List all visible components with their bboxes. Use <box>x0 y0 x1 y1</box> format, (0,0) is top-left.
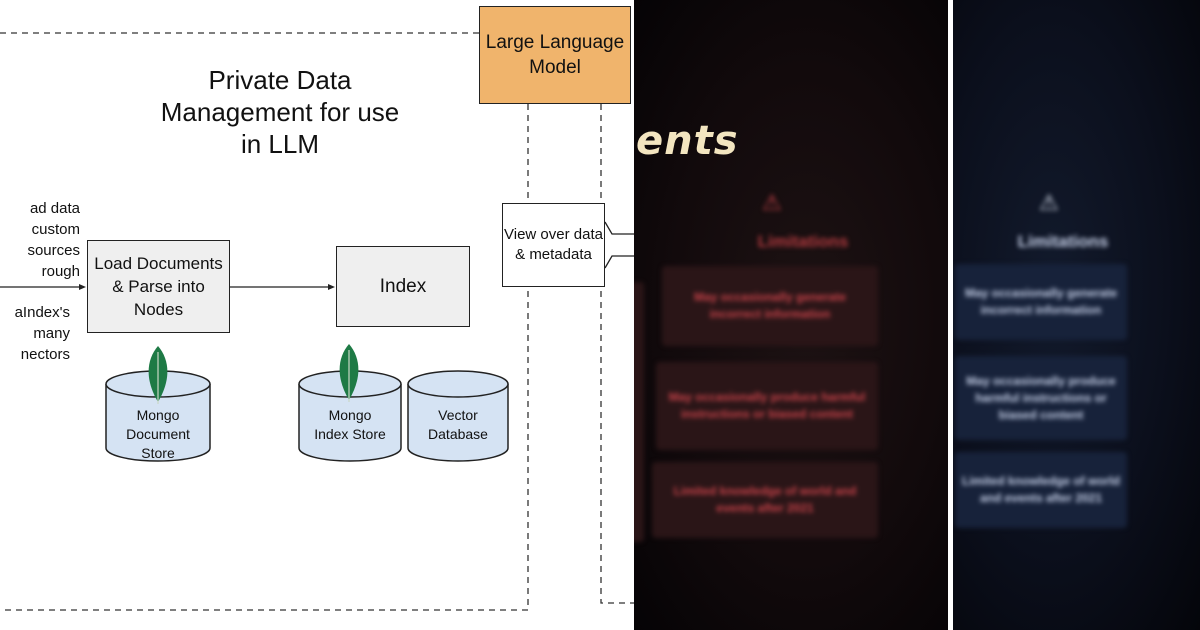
panel-divider <box>948 0 953 630</box>
connectors-text: aIndex's many nectors <box>14 304 70 363</box>
limitation-card: May occasionally generate incorrect info… <box>662 266 878 346</box>
mongodb-leaf-icon <box>339 344 359 402</box>
load-documents-box: Load Documents & Parse into Nodes <box>87 240 230 333</box>
warning-icon: ⚠ <box>762 190 782 215</box>
view-connector <box>604 221 634 269</box>
limitation-text: Limited knowledge of world and events af… <box>673 484 857 515</box>
side-card <box>634 282 644 542</box>
data-sources-text: ad data custom sources rough <box>27 200 80 280</box>
index-label: Index <box>379 275 427 297</box>
blurred-screen-photo-blue: ⚠ Limitations May occasionally generate … <box>953 0 1200 630</box>
blurred-screen-photo-red: ents ⚠ Limitations May occasionally gene… <box>634 0 948 630</box>
vector-database-cylinder <box>407 370 509 462</box>
view-over-data-label: View over data & metadata <box>504 226 603 263</box>
llm-box: Large Language Model <box>479 6 631 104</box>
limitation-card: Limited knowledge of world and events af… <box>652 462 878 538</box>
mongo-index-store-cylinder <box>298 370 402 462</box>
load-documents-label: Load Documents & Parse into Nodes <box>94 254 223 319</box>
limitation-card: May occasionally generate incorrect info… <box>955 264 1127 340</box>
limitation-card: May occasionally produce harmful instruc… <box>656 362 878 450</box>
limitation-card: May occasionally produce harmful instruc… <box>955 356 1127 440</box>
mongo-index-store-label: Mongo Index Store <box>314 407 386 442</box>
vector-database-label: Vector Database <box>428 407 488 442</box>
limitations-title: Limitations <box>1017 232 1109 251</box>
limitations-title: Limitations <box>757 232 849 251</box>
heading-fragment: ents <box>636 118 739 164</box>
llm-boundary <box>600 104 634 604</box>
llm-label: Large Language Model <box>485 32 625 78</box>
limitation-text: May occasionally produce harmful instruc… <box>668 390 866 421</box>
limitation-card: Limited knowledge of world and events af… <box>955 452 1127 528</box>
mongodb-leaf-icon <box>148 346 168 404</box>
limitation-text: May occasionally produce harmful instruc… <box>966 373 1116 422</box>
mongo-document-store-label: Mongo Document Store <box>126 407 190 461</box>
diagram-lines <box>0 32 634 611</box>
architecture-diagram: Private Data Management for use in LLM a… <box>0 6 634 611</box>
warning-icon: ⚠ <box>1039 190 1059 215</box>
limitation-text: May occasionally generate incorrect info… <box>693 290 847 321</box>
index-box: Index <box>336 246 470 327</box>
limitation-text: Limited knowledge of world and events af… <box>961 474 1120 505</box>
view-over-data-box: View over data & metadata <box>502 203 605 287</box>
limitation-text: May occasionally generate incorrect info… <box>964 286 1118 317</box>
diagram-title: Private Data Management for use in LLM <box>160 65 400 159</box>
